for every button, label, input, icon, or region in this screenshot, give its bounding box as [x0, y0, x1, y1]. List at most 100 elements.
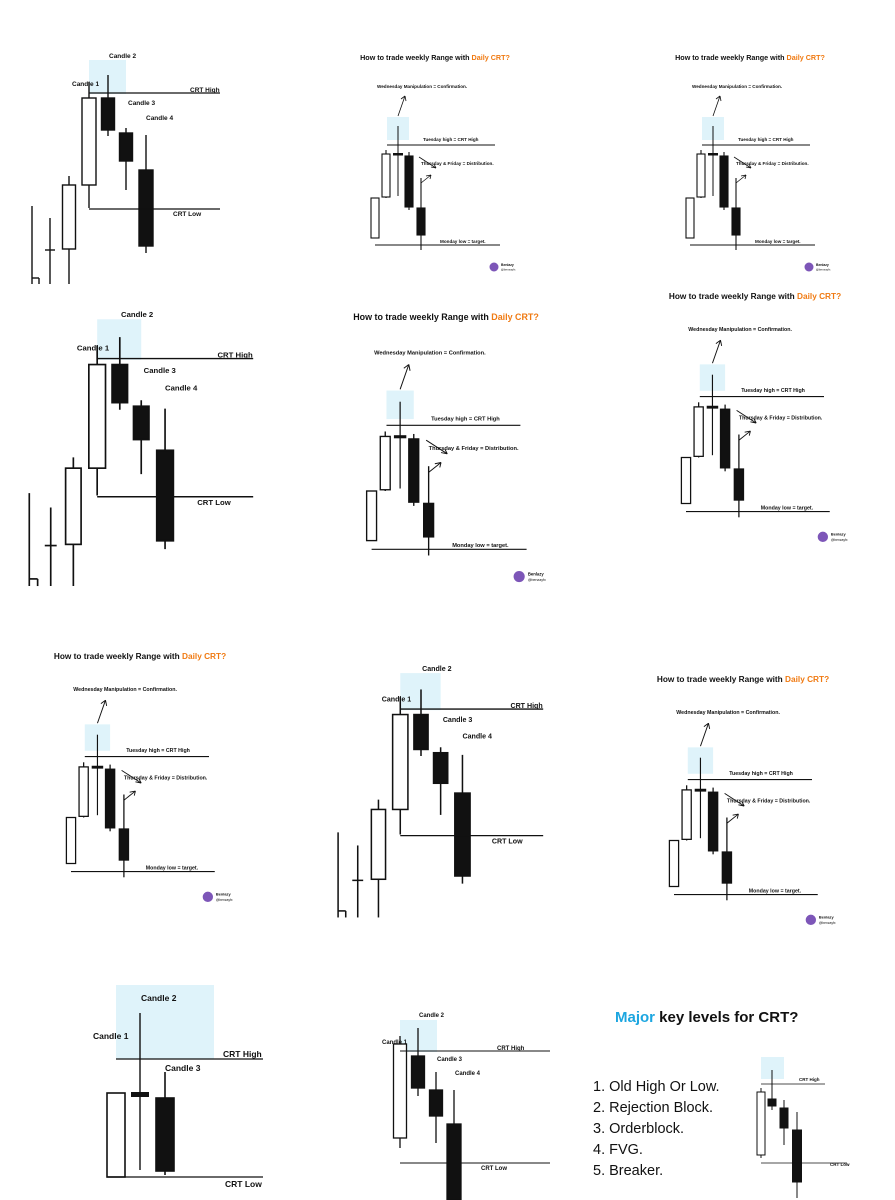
arrow-head: [744, 430, 751, 433]
crt-range-zone: [116, 985, 214, 1059]
candle-3-label: Candle 3: [443, 716, 473, 724]
weekly-title-accent: Daily CRT?: [785, 675, 829, 684]
crt-high-label: CRT High: [217, 350, 253, 359]
tuesday-candle-body: [696, 153, 706, 198]
mini-candle-3-bear-body: [779, 1107, 789, 1129]
key-level-item: 5. Breaker.: [593, 1163, 663, 1179]
thursday-note: Thursday & Friday = Distribution.: [124, 776, 208, 782]
arrow-head: [748, 430, 751, 436]
monday-candle-body: [680, 456, 692, 505]
distribution-arrow: [735, 174, 747, 184]
weekly-title-main: How to trade weekly Range with: [675, 53, 786, 62]
mini-candle-1-bull-body: [756, 1091, 766, 1156]
key-level-item: 1. Old High Or Low.: [593, 1079, 720, 1095]
weekly-title: How to trade weekly Range with Daily CRT…: [360, 53, 510, 62]
candle-5-bear-body: [454, 792, 471, 877]
distribution-arrow: [123, 790, 136, 801]
thursday-note: Thursday & Friday = Distribution.: [429, 446, 519, 452]
monday-candle-body: [685, 197, 695, 239]
author-handle: @benzayfx: [831, 538, 848, 542]
key-levels-title: Major key levels for CRT?: [615, 1009, 798, 1026]
monday-candle-body: [65, 816, 77, 865]
confirmation-arrow: [397, 95, 406, 117]
distribution-arrow: [733, 156, 752, 169]
weekly-title-main: How to trade weekly Range with: [353, 312, 491, 322]
candle-2-bull-body: [88, 363, 107, 469]
arrow-head: [133, 790, 136, 796]
arrow-head: [439, 462, 442, 468]
candle-1-label: Candle 1: [93, 1031, 129, 1041]
arrow-head: [135, 781, 142, 784]
weekly-range-group: How to trade weekly Range with Daily CRT…: [675, 53, 831, 272]
author-name: Benlazy: [216, 892, 232, 897]
wednesday-doji: [706, 405, 719, 409]
mini-candle-2-bear-body: [767, 1098, 777, 1107]
author-handle: @benzayfx: [816, 268, 831, 272]
weekly-range-group: How to trade weekly Range with Daily CRT…: [360, 53, 516, 272]
candle-1-label: Candle 1: [77, 343, 110, 352]
weekly-range-panel: How to trade weekly Range with Daily CRT…: [628, 668, 858, 958]
arrow-head: [434, 461, 442, 465]
candle-3-bear-body: [155, 1097, 175, 1172]
distribution-arrow: [121, 769, 142, 784]
crt-high-label: CRT High: [497, 1046, 525, 1052]
candle-1-bull-body: [392, 1043, 408, 1139]
crt-low-label: CRT Low: [492, 837, 523, 845]
candle-2-bull-body: [391, 713, 409, 811]
distribution-arrow: [736, 409, 757, 424]
candle-5-bear-body: [155, 449, 175, 542]
panel-svg: How to trade weekly Range with Daily CRT…: [54, 652, 233, 903]
candle-2-bull-body: [81, 97, 97, 186]
key-levels-title-accent: Major: [615, 1009, 655, 1026]
candle-4-label: Candle 4: [165, 384, 198, 393]
candle-3-bear-body: [428, 1089, 444, 1117]
arrow-head: [400, 95, 406, 100]
weekly-title-accent: Daily CRT?: [787, 53, 825, 62]
author-name: Benlazy: [528, 571, 545, 576]
weekly-title-accent: Daily CRT?: [182, 652, 226, 661]
arrow-head: [403, 364, 410, 369]
tuesday-note: Tuesday high = CRT High: [126, 748, 190, 754]
arrow-head: [429, 174, 432, 180]
monday-candle-body: [668, 839, 680, 888]
arrow-head: [444, 448, 448, 455]
candle-3-bear-body: [413, 713, 429, 751]
weekly-range-panel: How to trade weekly Range with Daily CRT…: [650, 48, 850, 278]
candle-2-label: Candle 2: [141, 993, 177, 1003]
candle-2-label: Candle 2: [422, 665, 452, 673]
crt-high-label: CRT High: [510, 702, 542, 710]
author-name: Benlazy: [501, 263, 514, 267]
tuesday-note: Tuesday high = CRT High: [741, 388, 805, 394]
friday-candle-body: [733, 468, 745, 501]
author-avatar: [202, 891, 214, 903]
panel-svg: How to trade weekly Range with Daily CRT…: [657, 675, 836, 926]
candle-1-label: Candle 1: [72, 81, 99, 88]
author-avatar: [817, 531, 829, 543]
arrow-head: [719, 95, 722, 102]
candle-1-label: Candle 1: [382, 695, 412, 703]
author-name: Benlazy: [819, 915, 835, 920]
monday-note: Monday low = target.: [146, 865, 199, 871]
mini-crt-high-label: CRT High: [799, 1077, 820, 1082]
tuesday-note: Tuesday high = CRT High: [431, 416, 500, 422]
thursday-note: Thursday & Friday = Distribution.: [421, 161, 494, 166]
candle-2-label: Candle 2: [109, 53, 136, 60]
tuesday-note: Tuesday high = CRT High: [738, 137, 794, 142]
arrow-head: [740, 174, 747, 177]
wednesday-note: Wednesday Manipulation = Confirmation.: [73, 687, 177, 693]
distribution-arrow: [420, 174, 432, 184]
confirmation-arrow: [712, 95, 721, 117]
arrow-head: [715, 95, 721, 100]
arrow-head: [404, 95, 407, 102]
thursday-candle-body: [719, 408, 731, 469]
weekly-range-group: How to trade weekly Range with Daily CRT…: [54, 652, 233, 903]
thursday-candle-body: [404, 155, 414, 208]
distribution-arrow: [418, 156, 437, 169]
